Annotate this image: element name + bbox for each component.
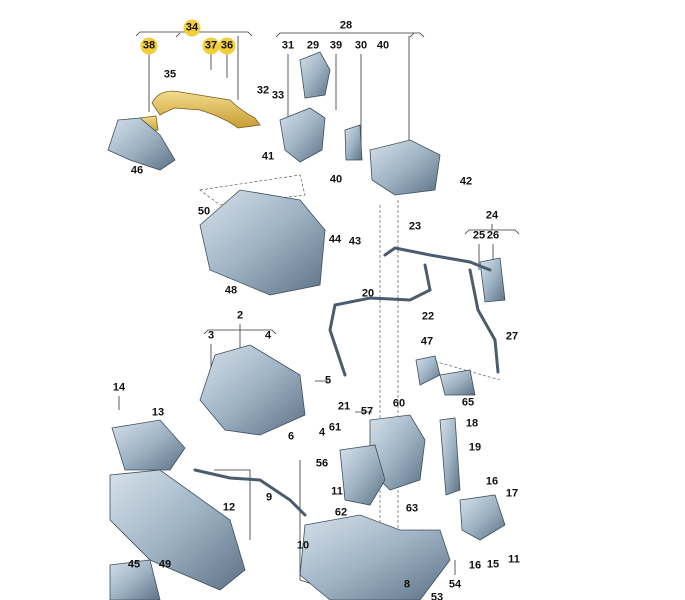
callout-18: 18 xyxy=(465,417,479,430)
callout-17: 17 xyxy=(505,487,519,500)
callout-47: 47 xyxy=(420,335,434,348)
callout-27: 27 xyxy=(505,330,519,343)
callout-24: 24 xyxy=(485,209,499,222)
callout-31: 31 xyxy=(281,39,295,52)
callout-21: 21 xyxy=(337,400,351,413)
callout-11: 11 xyxy=(331,485,343,498)
callout-39: 39 xyxy=(329,39,343,52)
callout-9: 9 xyxy=(265,491,273,504)
callout-63: 63 xyxy=(405,502,419,515)
callout-65: 65 xyxy=(461,396,475,409)
callout-20: 20 xyxy=(361,287,375,300)
callout-2: 2 xyxy=(236,309,244,322)
callout-50: 50 xyxy=(197,205,211,218)
callout-4: 4 xyxy=(318,426,326,439)
callout-45: 45 xyxy=(127,558,141,571)
callout-29: 29 xyxy=(306,39,320,52)
callout-28: 28 xyxy=(339,19,353,32)
callout-15: 15 xyxy=(486,558,500,571)
callout-36: 36 xyxy=(218,37,236,55)
callout-41: 41 xyxy=(261,150,275,163)
callout-16: 16 xyxy=(485,475,499,488)
callout-33: 33 xyxy=(271,89,285,102)
callout-42: 42 xyxy=(459,175,473,188)
callout-14: 14 xyxy=(112,381,126,394)
callout-16: 16 xyxy=(468,559,482,572)
callout-22: 22 xyxy=(421,310,435,323)
callout-11: 11 xyxy=(508,553,520,566)
callout-40: 40 xyxy=(329,173,343,186)
callout-35: 35 xyxy=(163,68,177,81)
callout-53: 53 xyxy=(430,591,444,600)
callout-23: 23 xyxy=(408,220,422,233)
callout-34: 34 xyxy=(183,19,201,37)
callout-43: 43 xyxy=(348,235,362,248)
callout-48: 48 xyxy=(224,284,238,297)
callout-37: 37 xyxy=(202,37,220,55)
callout-32: 32 xyxy=(256,84,270,97)
callout-60: 60 xyxy=(392,397,406,410)
callout-46: 46 xyxy=(130,164,144,177)
callout-4: 4 xyxy=(264,329,272,342)
callout-40: 40 xyxy=(376,39,390,52)
callout-5: 5 xyxy=(324,374,332,387)
callout-3: 3 xyxy=(207,329,215,342)
callout-13: 13 xyxy=(151,406,165,419)
callout-44: 44 xyxy=(328,233,342,246)
callout-8: 8 xyxy=(403,578,411,591)
callout-19: 19 xyxy=(468,441,482,454)
callout-30: 30 xyxy=(354,39,368,52)
callout-6: 6 xyxy=(287,430,295,443)
callout-49: 49 xyxy=(158,558,172,571)
callout-61: 61 xyxy=(328,421,342,434)
callout-57: 57 xyxy=(360,405,374,418)
callout-38: 38 xyxy=(140,37,158,55)
callout-10: 10 xyxy=(296,539,310,552)
callout-56: 56 xyxy=(315,457,329,470)
callout-26: 26 xyxy=(486,229,500,242)
callout-12: 12 xyxy=(222,501,236,514)
callout-25: 25 xyxy=(472,229,486,242)
callout-62: 62 xyxy=(334,506,348,519)
callout-54: 54 xyxy=(448,578,462,591)
